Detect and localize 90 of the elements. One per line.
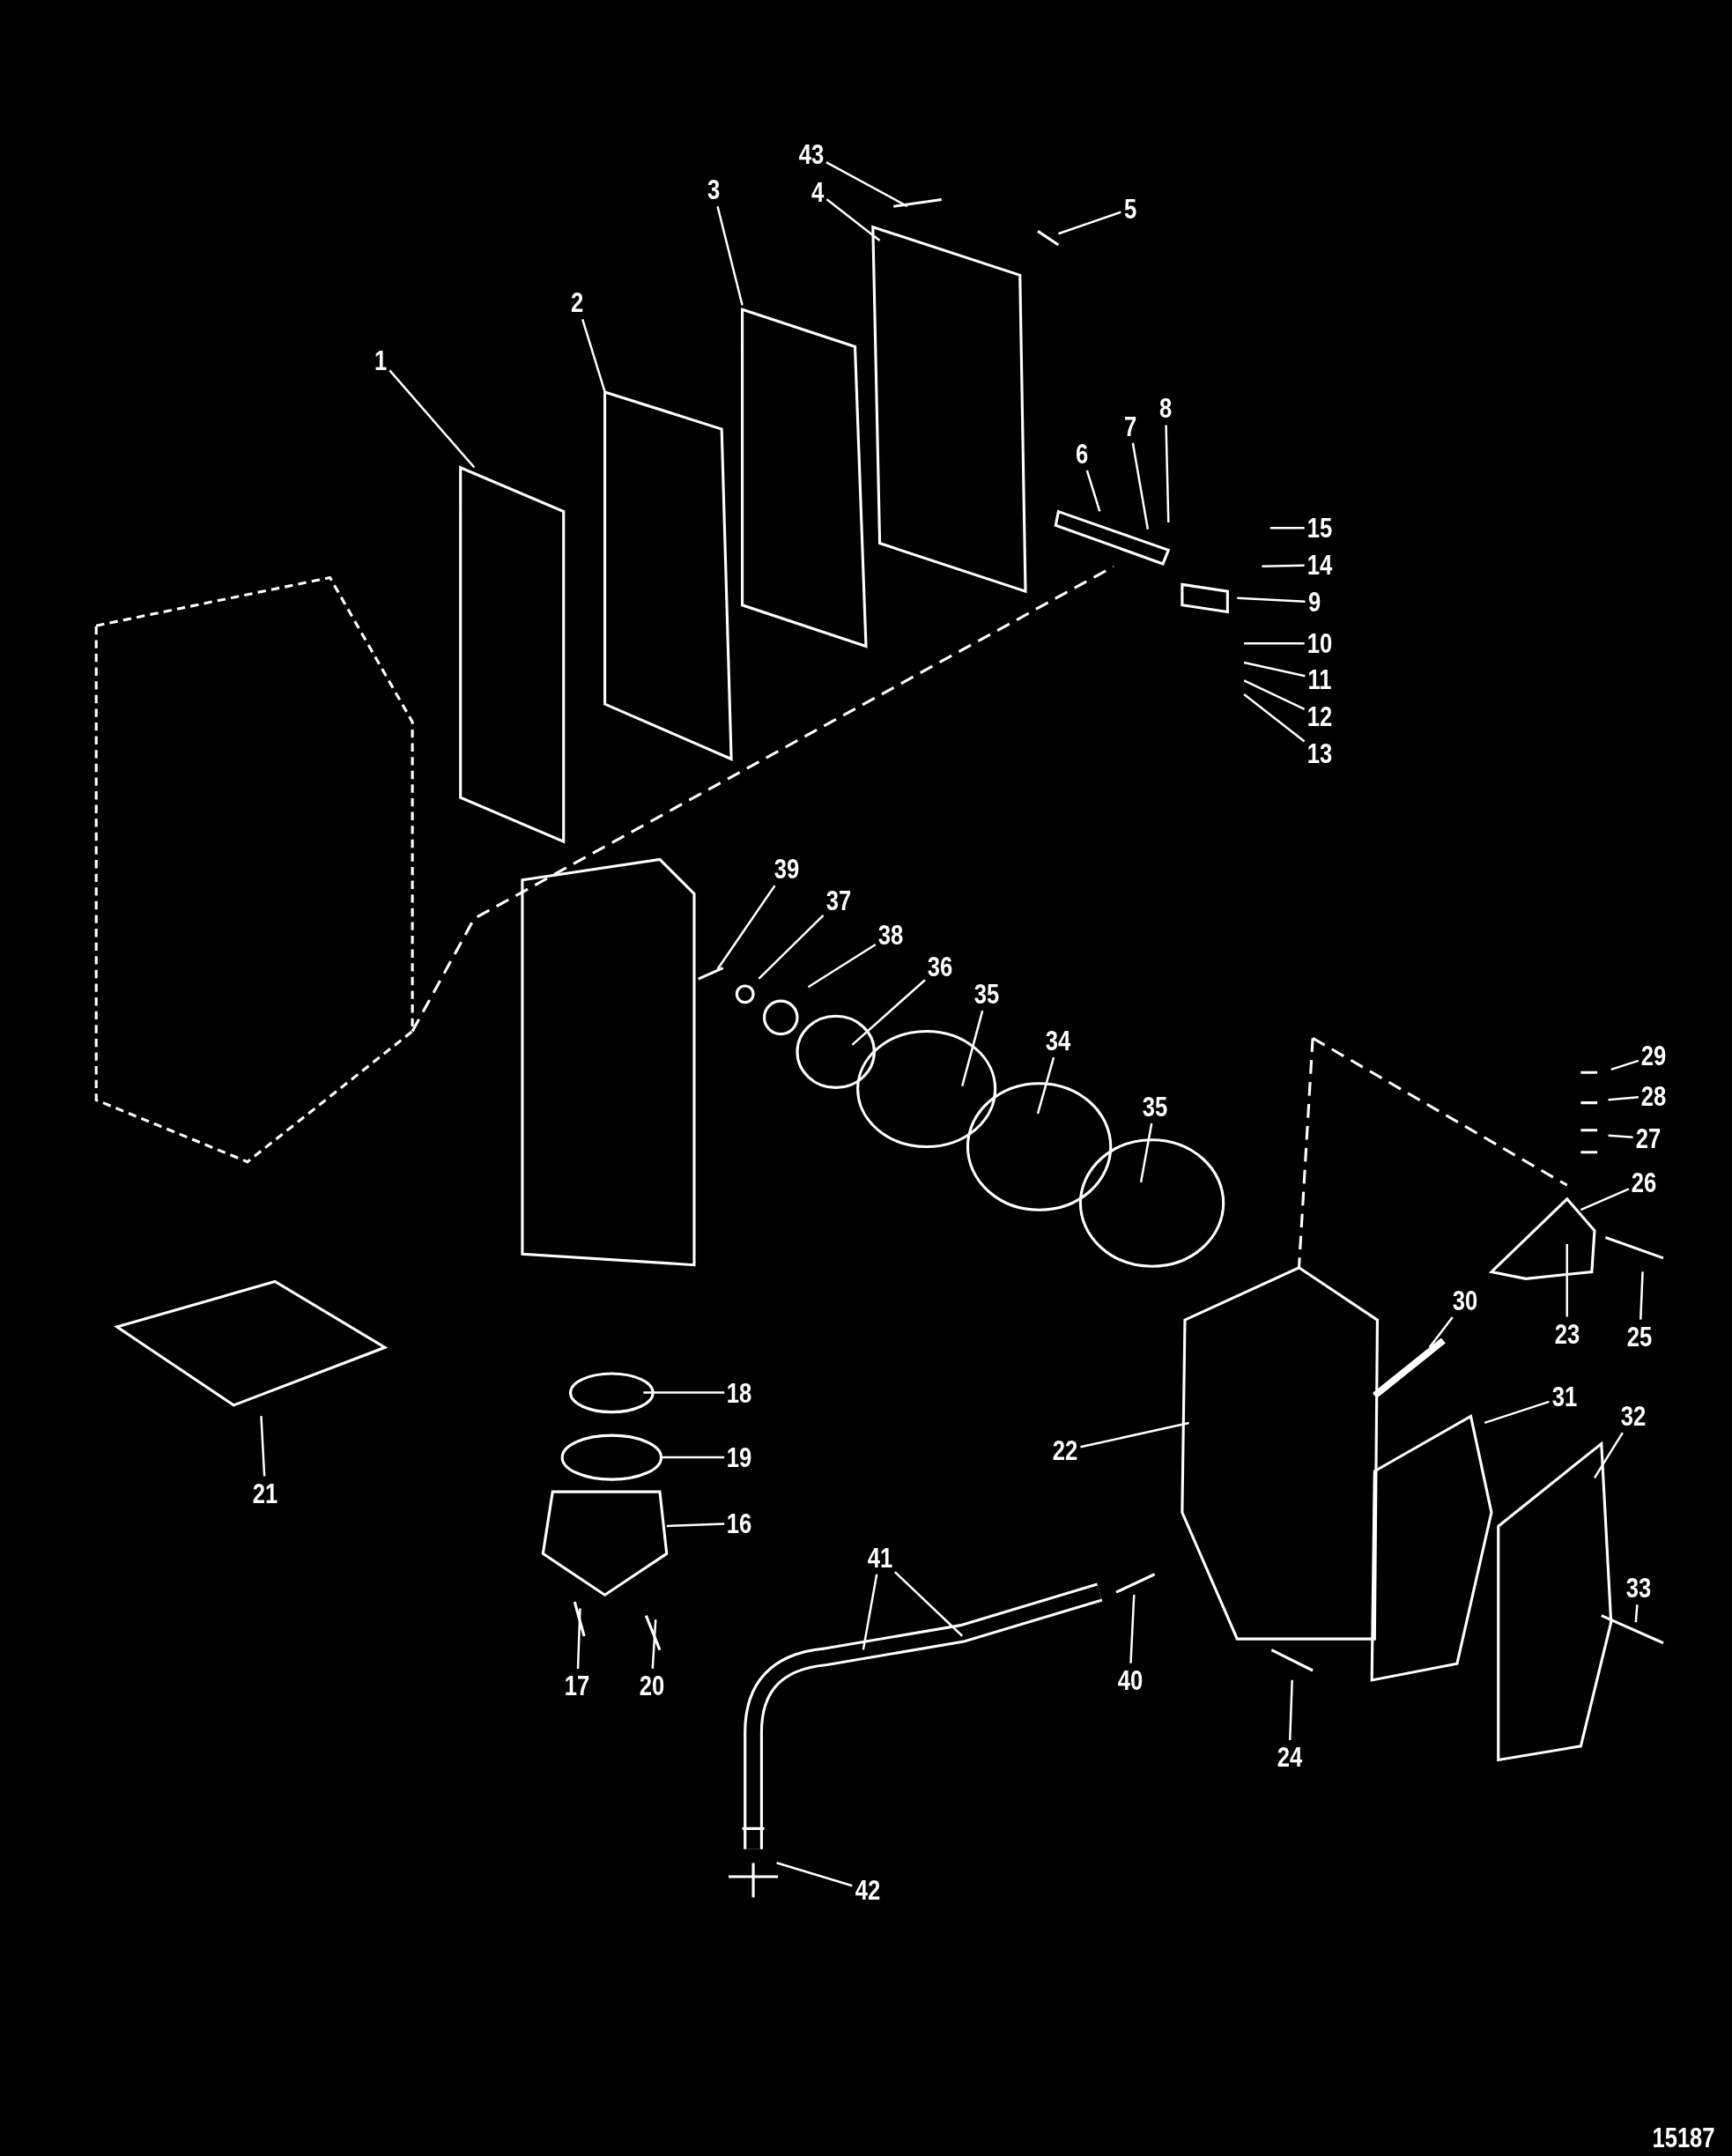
leader-line xyxy=(825,161,908,208)
leader-line xyxy=(825,198,881,242)
leader-line xyxy=(1428,1316,1454,1348)
callout-number: 17 xyxy=(565,1670,590,1700)
callout-number: 21 xyxy=(252,1478,278,1508)
callout-number: 13 xyxy=(1306,738,1333,769)
leader-line xyxy=(1269,526,1305,530)
leader-line xyxy=(1058,211,1121,235)
leader-line xyxy=(1131,442,1150,530)
leader-line xyxy=(961,1010,984,1086)
callout-number: 41 xyxy=(867,1542,892,1573)
callout-number: 14 xyxy=(1306,550,1333,581)
callout-number: 12 xyxy=(1306,700,1333,731)
callout-number: 26 xyxy=(1631,1167,1657,1197)
leader-line xyxy=(1243,693,1306,743)
callout-number: 10 xyxy=(1306,628,1333,659)
callout-number: 42 xyxy=(855,1875,880,1906)
leader-line xyxy=(716,206,744,306)
leader-line xyxy=(662,1456,725,1459)
leader-line xyxy=(666,1523,725,1528)
leader-line xyxy=(776,1862,853,1887)
leader-line xyxy=(1243,661,1306,678)
leader-line xyxy=(1608,1134,1633,1138)
callout-number: 33 xyxy=(1625,1573,1652,1604)
leader-line xyxy=(1139,1122,1153,1183)
leader-line xyxy=(1165,425,1170,522)
leader-line xyxy=(1036,1056,1055,1115)
callout-number: 37 xyxy=(825,885,851,915)
callout-number: 43 xyxy=(798,138,824,169)
leader-line xyxy=(389,369,476,469)
callout-number: 40 xyxy=(1117,1664,1143,1695)
callout-number: 11 xyxy=(1307,663,1332,694)
callout-number: 1 xyxy=(374,345,388,375)
callout-number: 2 xyxy=(571,287,584,318)
leader-line xyxy=(893,1571,964,1637)
leader-line xyxy=(260,1416,266,1477)
leader-line xyxy=(1565,1244,1568,1317)
callout-number: 36 xyxy=(928,951,953,982)
leader-line xyxy=(576,1608,581,1669)
callout-number: 22 xyxy=(1053,1435,1078,1466)
leader-line xyxy=(1129,1594,1136,1663)
callout-number: 30 xyxy=(1453,1285,1478,1316)
leader-line xyxy=(1289,1679,1293,1741)
callout-number: 8 xyxy=(1159,393,1173,424)
leader-line xyxy=(643,1391,725,1394)
callout-number: 7 xyxy=(1123,411,1136,441)
leader-line xyxy=(758,915,825,980)
leader-line xyxy=(1262,564,1305,568)
callout-number: 28 xyxy=(1640,1080,1667,1111)
callout-number: 27 xyxy=(1635,1122,1662,1153)
callout-number: 15 xyxy=(1306,513,1333,544)
callout-number: 32 xyxy=(1620,1401,1646,1432)
callout-number: 25 xyxy=(1627,1321,1653,1352)
callout-number: 3 xyxy=(707,174,720,205)
leader-line xyxy=(1243,679,1306,710)
leader-line xyxy=(1639,1271,1644,1320)
callout-number: 20 xyxy=(639,1670,664,1700)
callout-number: 34 xyxy=(1046,1026,1071,1056)
leader-line xyxy=(716,885,776,970)
callout-number: 29 xyxy=(1640,1041,1667,1071)
leader-line xyxy=(581,318,606,393)
leader-line xyxy=(1237,596,1306,604)
callout-number: 4 xyxy=(811,177,825,208)
callout-number: 18 xyxy=(727,1377,752,1408)
leader-line xyxy=(1244,641,1305,645)
callout-number: 39 xyxy=(773,854,799,885)
callout-number: 16 xyxy=(727,1508,752,1538)
leader-line xyxy=(1580,1188,1630,1211)
leader-line xyxy=(1634,1604,1639,1623)
leader-line xyxy=(1085,470,1101,512)
callout-number: 31 xyxy=(1551,1382,1577,1412)
callout-number: 38 xyxy=(877,920,904,950)
callout-number: 19 xyxy=(727,1441,752,1472)
callout-number: 6 xyxy=(1075,438,1089,469)
leader-line xyxy=(807,943,877,989)
leader-line xyxy=(862,1574,878,1650)
leader-line xyxy=(851,979,926,1046)
callout-number: 5 xyxy=(1123,194,1136,225)
leader-line xyxy=(1593,1432,1624,1478)
leader-line xyxy=(1080,1421,1189,1448)
leader-line xyxy=(651,1619,657,1669)
callout-number: 35 xyxy=(974,979,1000,1010)
leader-line xyxy=(1484,1400,1550,1425)
figure-number: 15187 xyxy=(1652,2123,1715,2153)
callout-number: 9 xyxy=(1307,587,1321,618)
callout-number: 24 xyxy=(1277,1742,1302,1773)
leader-line xyxy=(1610,1059,1639,1071)
callout-number: 35 xyxy=(1142,1092,1167,1122)
leader-line xyxy=(1608,1095,1639,1101)
callout-number: 23 xyxy=(1554,1318,1580,1349)
